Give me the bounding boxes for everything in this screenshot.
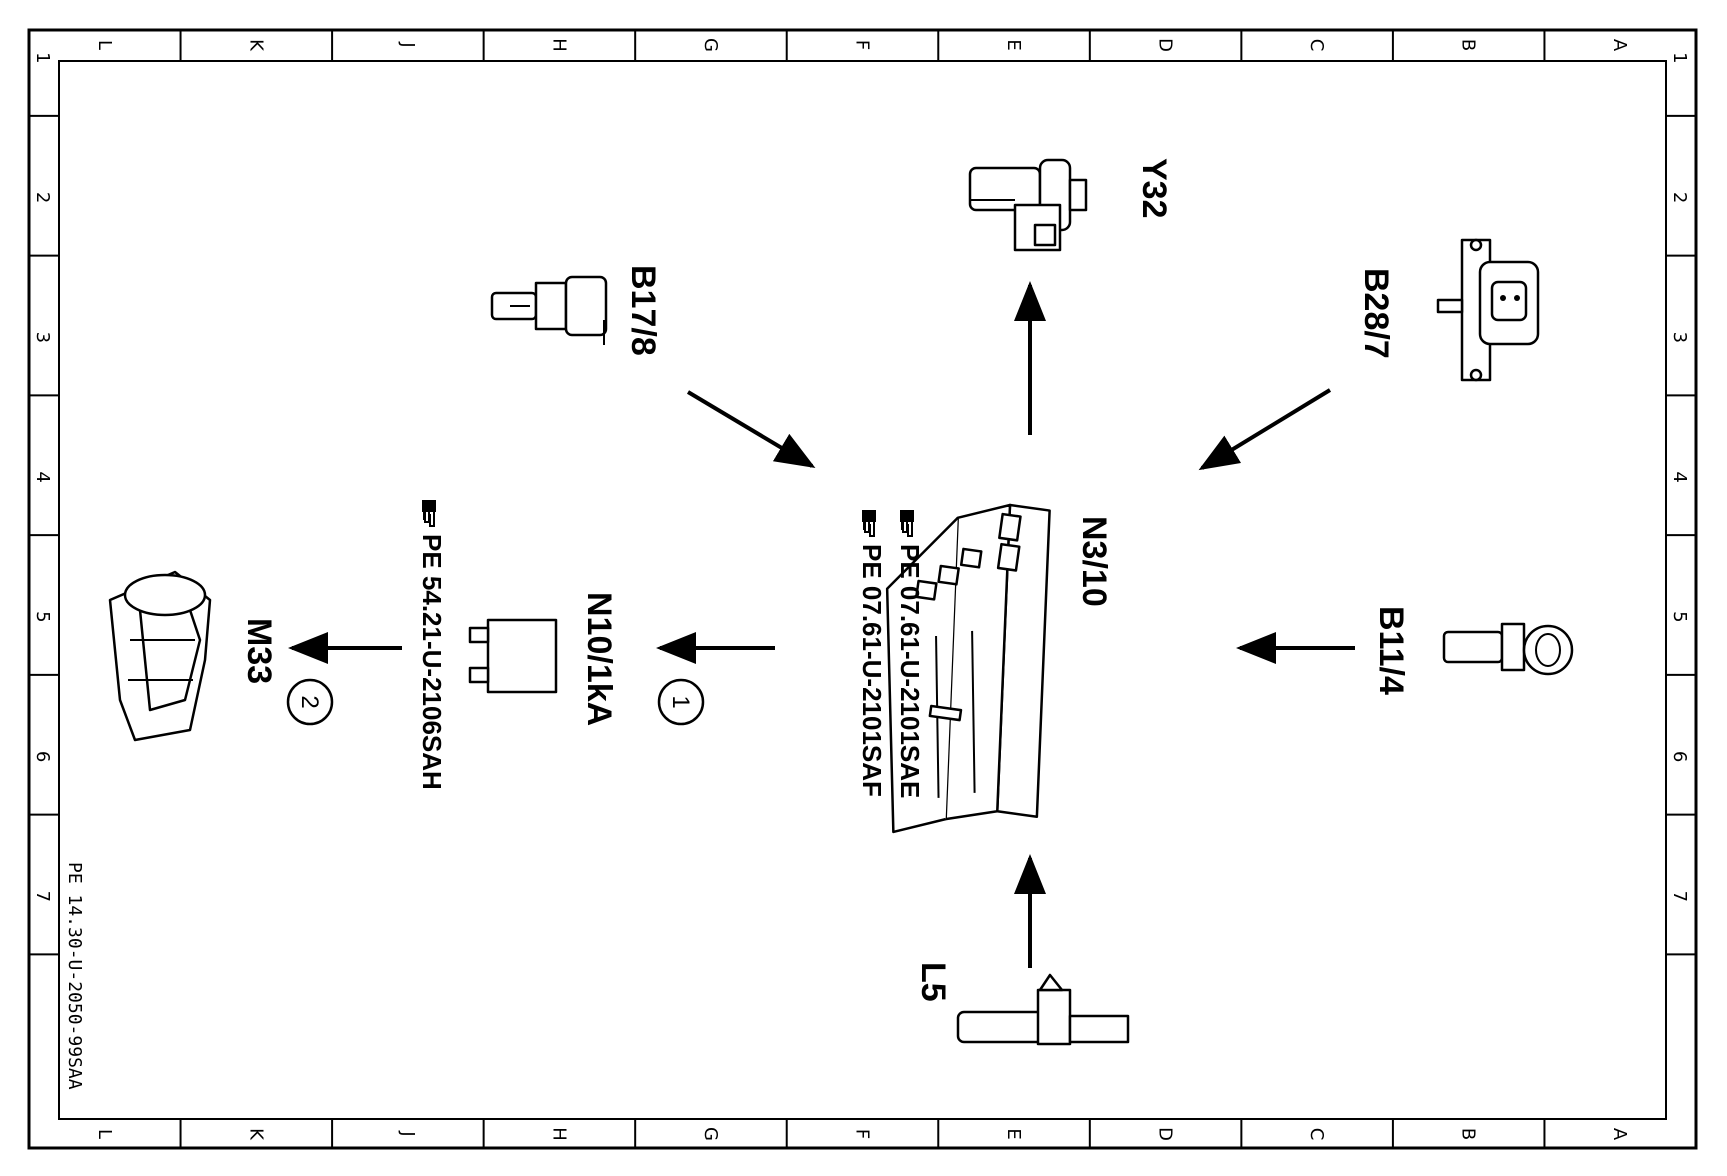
grid-column-label: G [700, 38, 721, 52]
sensor-b17-8 [490, 275, 608, 345]
svg-text:PE 07.61-U-2101SAF: PE 07.61-U-2101SAF [857, 544, 887, 797]
grid-column-label: J [397, 1130, 418, 1136]
sensor-b28-7 [1436, 238, 1540, 382]
callout-1: 1 [657, 678, 705, 726]
grid-column-label: F [852, 40, 873, 50]
sensor-b11-4 [1442, 622, 1574, 676]
grid-row-label: 1 [32, 52, 53, 63]
b17-8-label: B17/8 [624, 265, 662, 356]
grid-column-label: B [1458, 39, 1479, 51]
arrow-b17-8-to-n3-10 [686, 390, 816, 469]
grid-row-label: 1 [1669, 52, 1690, 63]
grid-row-label: 7 [1669, 891, 1690, 902]
svg-text:2: 2 [296, 695, 323, 708]
grid-row-label: 3 [1669, 332, 1690, 343]
grid-column-label: D [1155, 1127, 1176, 1141]
svg-text:1: 1 [667, 695, 694, 708]
m33-label: M33 [240, 618, 278, 684]
grid-column-label: H [548, 1127, 569, 1141]
relay-n10-1ka [468, 618, 558, 694]
sensor-l5 [956, 973, 1130, 1046]
y32-label: Y32 [1135, 158, 1173, 219]
document-id: PE 14.30-U-2050-99SAA [64, 862, 85, 1090]
grid-column-label: H [548, 38, 569, 52]
grid-column-label: L [94, 1129, 115, 1139]
pointing-hand-icon [899, 509, 915, 537]
grid-column-label: L [94, 40, 115, 50]
grid-column-label: C [1306, 1128, 1327, 1141]
grid-row-label: 7 [32, 891, 53, 902]
l5-label: L5 [914, 962, 952, 1002]
callout-2: 2 [286, 678, 334, 726]
n10-1ka-label: N10/1kA [580, 592, 618, 726]
b28-7-label: B28/7 [1357, 268, 1395, 359]
grid-column-label: F [852, 1129, 873, 1139]
control-unit-n3-10 [885, 503, 1051, 834]
grid-column-label: B [1458, 1128, 1479, 1140]
n3-10-ref-2: PE 07.61-U-2101SAF [857, 509, 887, 797]
pointing-hand-icon [421, 499, 437, 527]
n3-10-label: N3/10 [1075, 516, 1113, 607]
svg-text:PE 54.21-U-2106SAH: PE 54.21-U-2106SAH [417, 534, 447, 790]
b11-4-label: B11/4 [1372, 606, 1410, 695]
pointing-hand-icon [861, 509, 877, 537]
grid-row-label: 5 [32, 611, 53, 622]
grid-column-label: K [245, 39, 266, 52]
grid-column-label: D [1155, 38, 1176, 52]
grid-column-label: E [1003, 39, 1024, 50]
grid-labels: L L K K J J H H G G F F E E D D C C B B A A 1 1 2 2 3 3 4 4 5 5 6 6 7 7 [32, 38, 1690, 1141]
pump-m33 [108, 570, 212, 742]
grid-column-label: G [700, 1127, 721, 1141]
grid-column-label: C [1306, 39, 1327, 52]
grid-column-label: E [1003, 1128, 1024, 1139]
grid-column-label: A [1609, 39, 1630, 52]
grid-row-label: 6 [1669, 751, 1690, 762]
n10-1ka-ref: PE 54.21-U-2106SAH [417, 499, 447, 790]
grid-column-label: J [397, 41, 418, 47]
drawing-frame [27, 28, 1698, 1150]
n3-10-ref-1: PE 07.61-U-2101SAE [895, 509, 925, 798]
grid-row-label: 5 [1669, 611, 1690, 622]
grid-column-label: K [245, 1128, 266, 1141]
grid-column-label: A [1609, 1128, 1630, 1141]
grid-row-label: 4 [1669, 471, 1690, 482]
grid-ticks [29, 30, 1696, 1148]
grid-row-label: 4 [32, 471, 53, 482]
grid-row-label: 6 [32, 751, 53, 762]
svg-text:PE 07.61-U-2101SAE: PE 07.61-U-2101SAE [895, 544, 925, 798]
grid-row-label: 2 [32, 192, 53, 203]
arrow-b28-7-to-n3-10 [1198, 388, 1332, 471]
grid-row-label: 2 [1669, 192, 1690, 203]
grid-row-label: 3 [32, 332, 53, 343]
valve-y32 [968, 158, 1088, 252]
